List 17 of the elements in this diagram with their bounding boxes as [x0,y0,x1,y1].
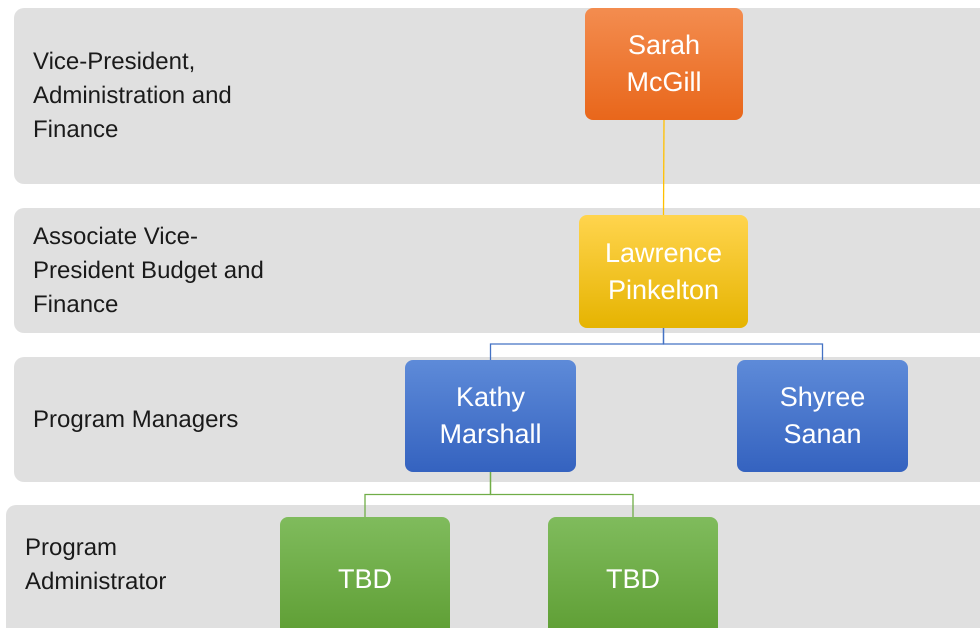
level-band [14,8,980,184]
person-box: TBD [280,517,450,628]
connector-line [662,328,824,360]
level-label: Program Managers [33,404,240,434]
person-box: Kathy Marshall [405,360,576,472]
connector-line [662,120,665,215]
person-box: Lawrence Pinkelton [579,215,748,328]
level-label: Program Administrator [25,532,168,596]
level-label: Vice-President, Administration and Finance [33,47,233,145]
level-band [14,208,980,333]
level-label: Associate Vice-President Budget and Finance [33,222,265,320]
person-box: Sarah McGill [585,8,743,120]
person-box: Shyree Sanan [737,360,908,472]
person-box: TBD [548,517,718,628]
connector-line [490,472,634,517]
level-band [6,505,980,628]
level-band [14,357,980,482]
